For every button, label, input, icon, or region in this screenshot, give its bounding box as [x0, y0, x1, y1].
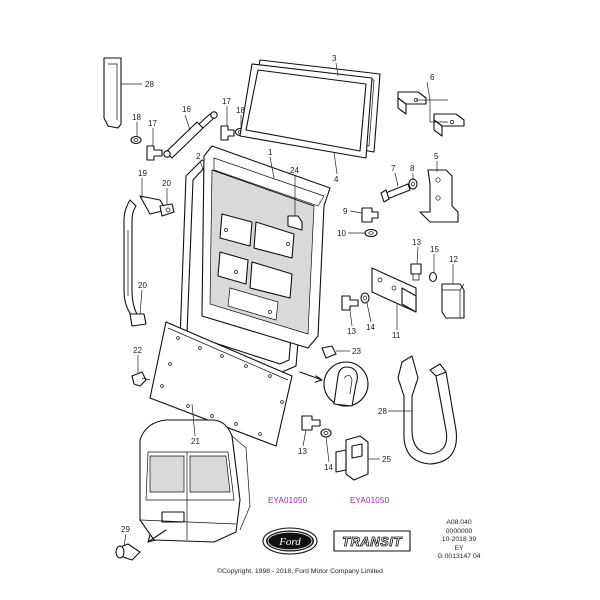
transit-badge-part-code: EYA01050 — [350, 496, 390, 505]
part-5-hinge-bracket — [419, 169, 459, 223]
callout-9: 9 — [343, 207, 348, 216]
callout-14-lower: 14 — [324, 463, 333, 472]
part-8-washer — [408, 178, 418, 190]
part-6-hinge-blocks — [397, 91, 465, 137]
callout-7: 7 — [391, 164, 396, 173]
part-22-push-clip — [131, 371, 151, 387]
callout-23: 23 — [352, 347, 361, 356]
callout-28: 28 — [378, 407, 387, 416]
part-10-washer — [364, 228, 378, 238]
callout-24: 24 — [290, 166, 299, 175]
vehicle-rear-view — [139, 419, 251, 543]
part-24-clip — [287, 215, 303, 231]
callout-5: 5 — [434, 152, 439, 161]
part-23-clip — [321, 345, 337, 359]
callout-14-middle: 14 — [366, 323, 375, 332]
transit-badge: TRANSIT — [333, 530, 411, 552]
callout-21: 21 — [191, 437, 200, 446]
reference-block: A08.040 0000000 10-2018 39 EY G 0013147 … — [424, 519, 494, 562]
callout-13-lower: 13 — [298, 447, 307, 456]
callout-17-right: 17 — [222, 97, 231, 106]
part-21-trim-panel — [149, 321, 293, 447]
callout-17-left: 17 — [148, 119, 157, 128]
part-20-clip-lower — [129, 313, 147, 327]
part-13-bolt-lower — [301, 415, 321, 431]
part-4-glass-seal — [239, 63, 373, 159]
callout-numbers: 28 3 6 16 17 18 18 17 1 2 5 7 8 24 4 19 … — [121, 54, 458, 534]
callout-18-left: 18 — [132, 113, 141, 122]
callout-29: 29 — [121, 525, 130, 534]
part-11-striker-plate — [371, 267, 417, 313]
reference-line-2: 0000000 — [445, 527, 473, 535]
callout-1: 1 — [268, 148, 273, 157]
callout-18-right: 18 — [236, 106, 245, 115]
ford-emblem-text: Ford — [278, 536, 301, 548]
callout-16: 16 — [182, 105, 191, 114]
callout-15: 15 — [430, 245, 439, 254]
callout-6: 6 — [430, 73, 435, 82]
part-17-bolt-right — [220, 125, 235, 141]
ford-emblem-part-code: EYA01050 — [268, 496, 308, 505]
part-1-rear-door — [201, 145, 331, 349]
part-20-clip-upper — [159, 203, 175, 217]
callout-10: 10 — [337, 229, 346, 238]
callout-26: 28 — [145, 80, 154, 89]
part-13-bolt-middle — [341, 295, 359, 311]
reference-line-4: EY — [454, 544, 464, 552]
ford-emblem: Ford — [262, 527, 318, 555]
part-9-bolt — [361, 207, 379, 223]
part-25-door-striker — [335, 435, 369, 481]
reference-line-3: 10-2018 39 — [441, 536, 477, 544]
part-13-bolt-upper — [410, 263, 422, 281]
callout-22: 22 — [133, 346, 142, 355]
reference-line-1: A08.040 — [446, 519, 472, 526]
part-29-plug — [115, 543, 141, 561]
callout-2: 2 — [196, 152, 201, 161]
callout-20-upper: 20 — [162, 179, 171, 188]
callout-13-upper: 13 — [412, 238, 421, 247]
callout-12: 12 — [449, 255, 458, 264]
callout-8: 8 — [410, 164, 415, 173]
callout-19: 19 — [138, 169, 147, 178]
part-17-bolt-left — [146, 145, 163, 161]
part-14-washer-lower — [320, 428, 332, 438]
callout-13-middle: 13 — [347, 327, 356, 336]
part-7-bolt — [380, 183, 411, 203]
copyright-notice: ©Copyright, 1998 - 2018, Ford Motor Comp… — [217, 568, 383, 575]
part-28-strap — [397, 355, 458, 465]
callout-20-lower: 20 — [138, 281, 147, 290]
callout-11: 11 — [392, 331, 401, 340]
callout-4: 4 — [334, 175, 339, 184]
transit-badge-text: TRANSIT — [342, 534, 402, 549]
part-19-check-strap — [123, 195, 167, 317]
part-14-washer-middle — [360, 292, 370, 304]
reference-line-5: G 0013147 04 — [437, 553, 481, 561]
part-12-bump-stop — [441, 283, 465, 319]
part-16-gas-strut — [163, 111, 218, 159]
callout-25: 25 — [382, 455, 391, 464]
part-26-pillar-trim — [103, 57, 122, 129]
leader-lines — [121, 62, 454, 547]
seal-section-detail — [299, 361, 369, 407]
part-18-washer-left — [130, 135, 142, 145]
part-15-washer — [428, 271, 438, 283]
callout-3: 3 — [332, 54, 337, 63]
